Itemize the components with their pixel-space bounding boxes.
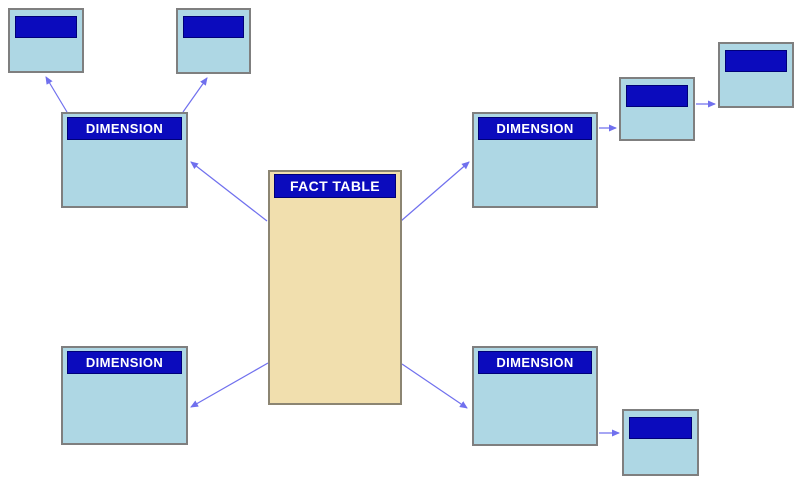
node-fact-table: FACT TABLE <box>268 170 402 405</box>
node-title-dimension-bottom-right: DIMENSION <box>496 355 574 370</box>
edge-dimension-top-left-to-subdim-top-left-1 <box>45 76 68 113</box>
node-title-dimension-top-right: DIMENSION <box>496 121 574 136</box>
node-subdim-right-1 <box>619 77 695 141</box>
node-header-bar <box>626 85 688 107</box>
node-dimension-top-left: DIMENSION <box>61 112 188 208</box>
node-header-bar <box>183 16 244 38</box>
node-subdim-bottom-right <box>622 409 699 476</box>
node-header-bar <box>15 16 77 38</box>
node-dimension-bottom-left: DIMENSION <box>61 346 188 445</box>
node-header-bar: DIMENSION <box>478 117 592 140</box>
node-header-bar: FACT TABLE <box>274 174 396 198</box>
node-header-bar: DIMENSION <box>67 351 182 374</box>
edge-fact-table-to-dimension-bottom-right <box>401 363 468 409</box>
edge-fact-table-to-dimension-top-right <box>400 161 470 222</box>
node-header-bar: DIMENSION <box>478 351 592 374</box>
node-header-bar <box>629 417 692 439</box>
edge-fact-table-to-dimension-bottom-left <box>190 362 269 408</box>
node-header-bar <box>725 50 787 72</box>
node-dimension-top-right: DIMENSION <box>472 112 598 208</box>
node-dimension-bottom-right: DIMENSION <box>472 346 598 446</box>
node-subdim-top-left-2 <box>176 8 251 74</box>
edge-dimension-top-left-to-subdim-top-left-2 <box>182 77 208 113</box>
node-header-bar: DIMENSION <box>67 117 182 140</box>
node-title-dimension-bottom-left: DIMENSION <box>85 355 164 370</box>
node-title-dimension-top-left: DIMENSION <box>85 121 164 136</box>
node-title-fact-table: FACT TABLE <box>289 178 381 194</box>
node-subdim-right-2 <box>718 42 794 108</box>
node-subdim-top-left-1 <box>8 8 84 73</box>
edge-fact-table-to-dimension-top-left <box>190 161 268 222</box>
